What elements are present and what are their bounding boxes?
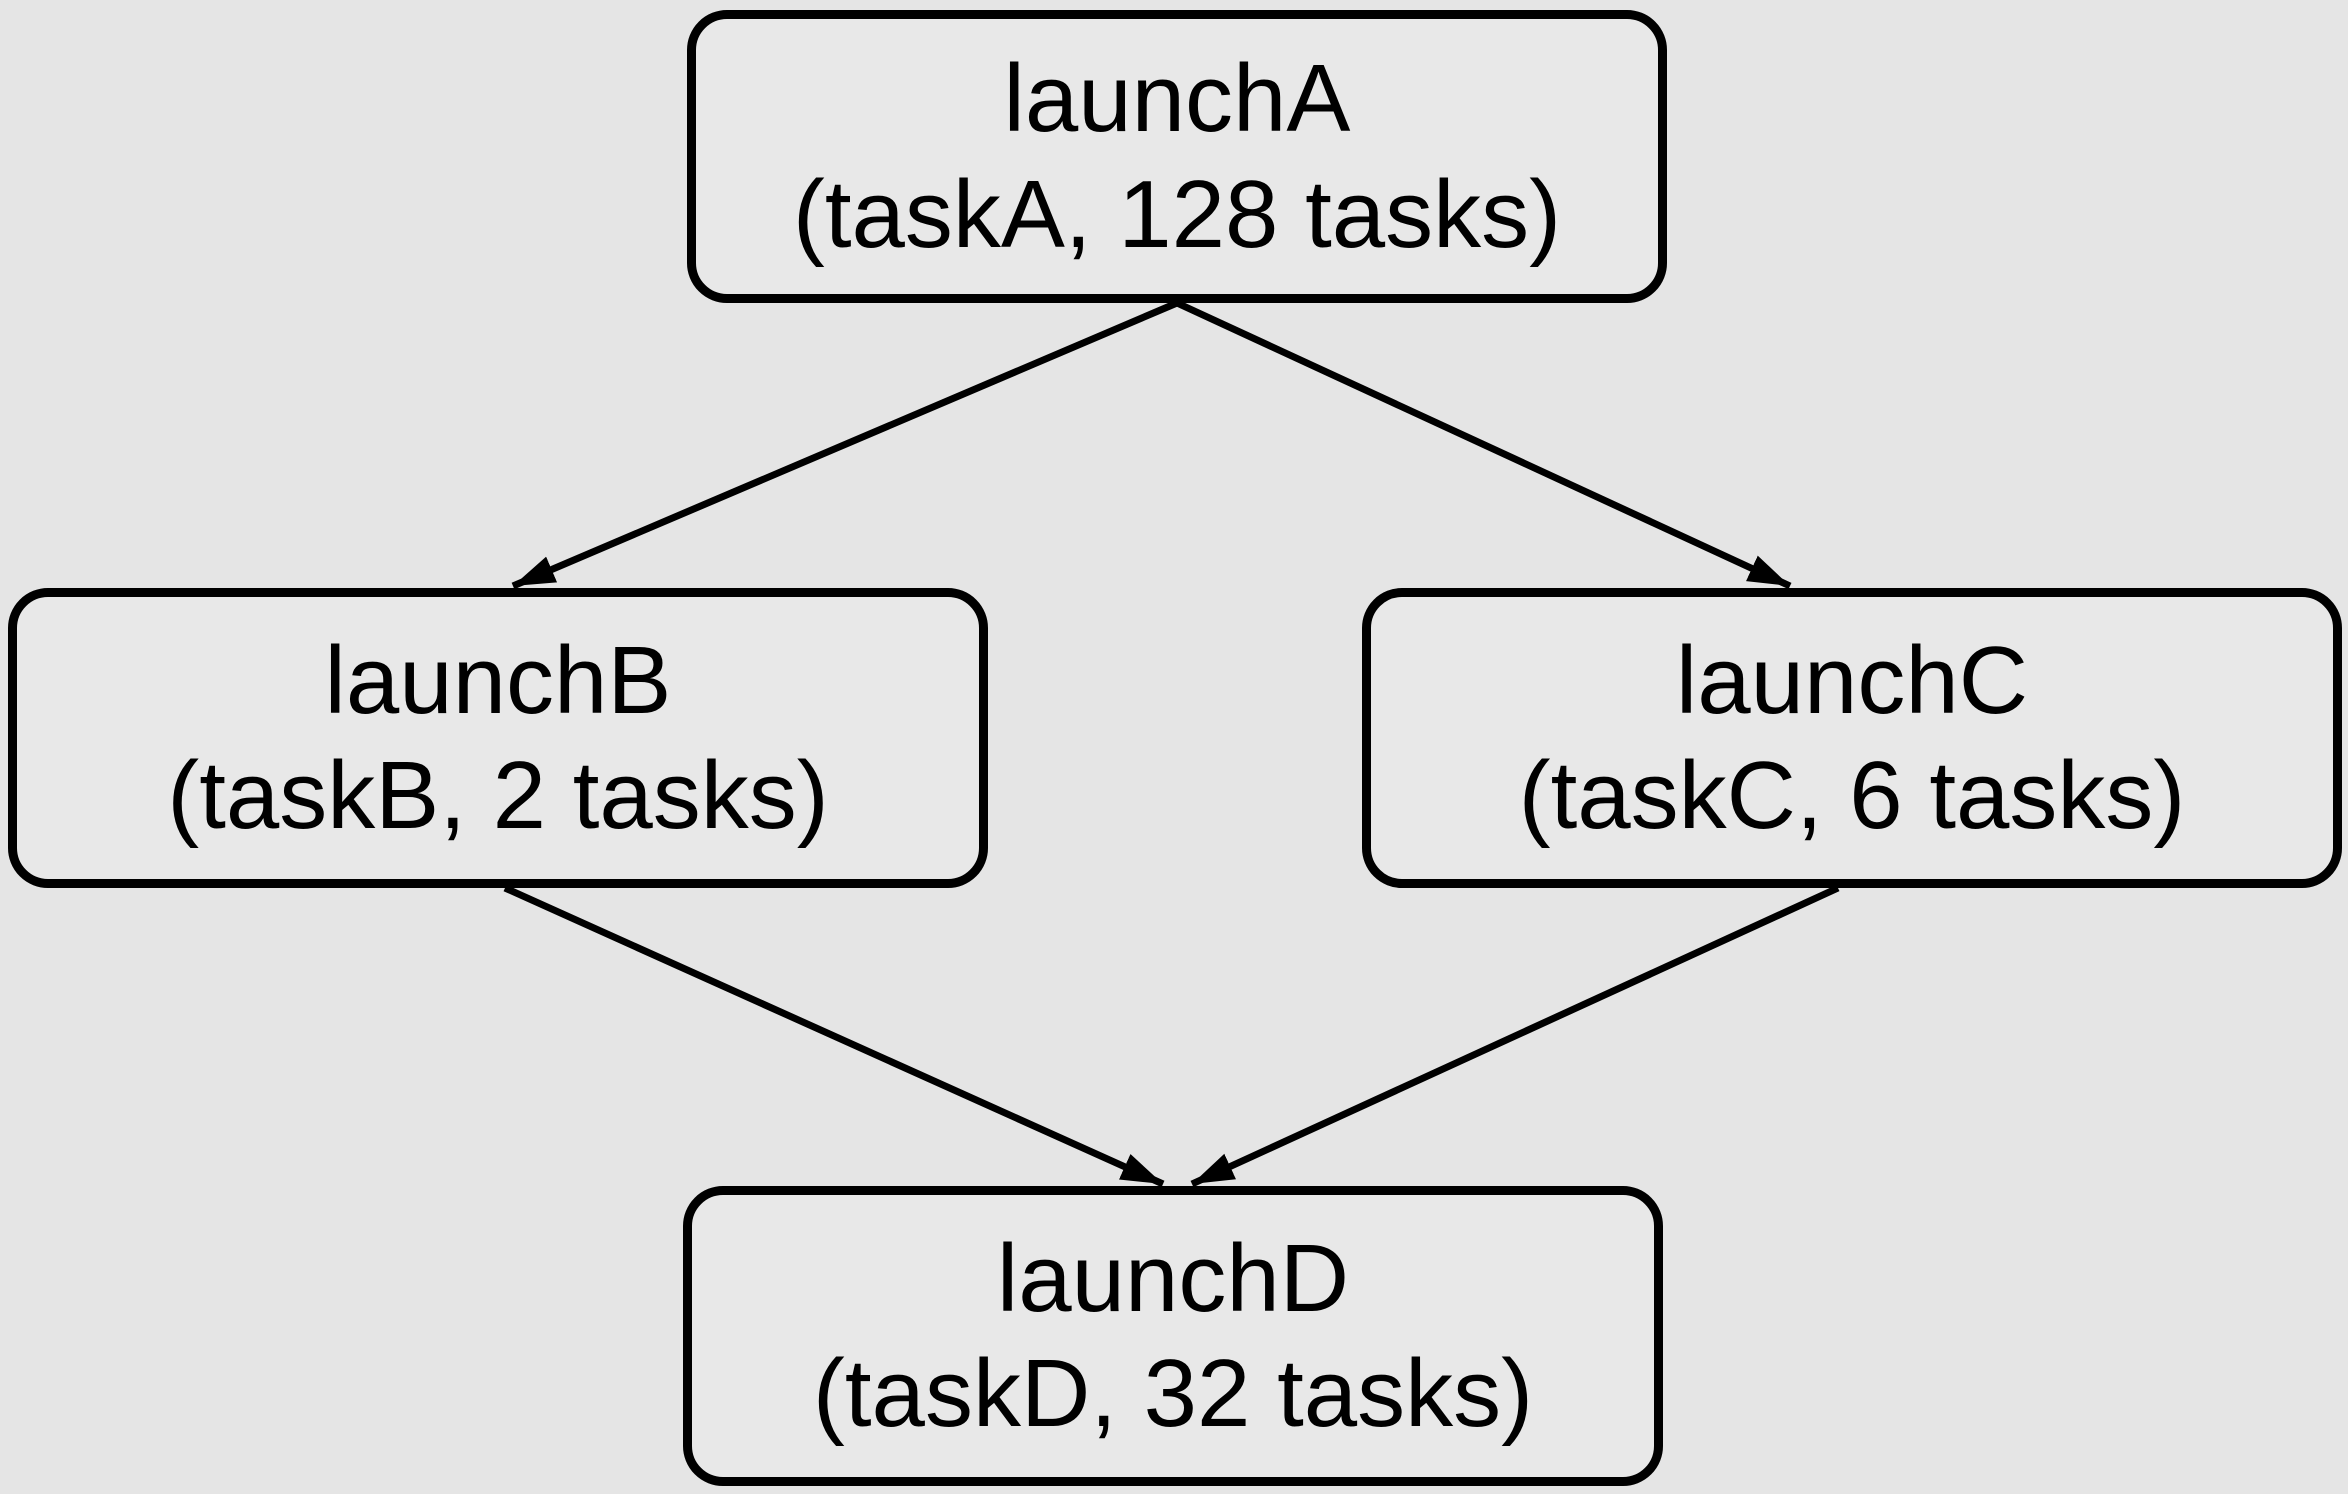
node-subtitle: (taskA, 128 tasks)	[792, 160, 1562, 268]
node-subtitle: (taskC, 6 tasks)	[1518, 742, 2186, 849]
node-title: launchC	[1675, 626, 2029, 734]
edge-launchA-launchC	[1175, 299, 1792, 590]
edge-launchB-launchD	[503, 884, 1165, 1188]
node-subtitle: (taskD, 32 tasks)	[812, 1340, 1534, 1447]
node-launchA: launchA (taskA, 128 tasks)	[687, 10, 1667, 303]
node-title: launchA	[1003, 45, 1351, 153]
node-launchD: launchD (taskD, 32 tasks)	[683, 1186, 1663, 1486]
node-subtitle: (taskB, 2 tasks)	[167, 742, 829, 849]
node-title: launchD	[996, 1224, 1350, 1332]
node-title: launchB	[324, 626, 672, 734]
edge-launchC-launchD	[1190, 884, 1840, 1188]
node-launchC: launchC (taskC, 6 tasks)	[1362, 588, 2342, 888]
edge-launchA-launchB	[511, 299, 1179, 590]
node-launchB: launchB (taskB, 2 tasks)	[8, 588, 988, 888]
